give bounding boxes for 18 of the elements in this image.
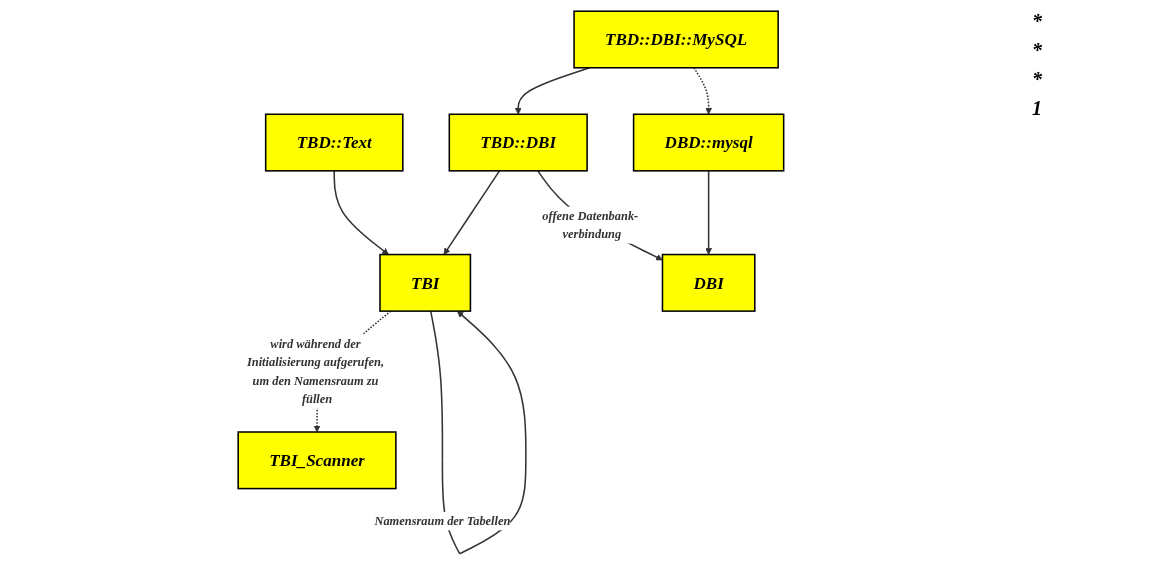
node-box: TBI_Scanner: [237, 431, 397, 490]
node-box: TBD::DBI: [448, 113, 588, 172]
node-box: DBD::mysql: [632, 113, 785, 172]
edge-label: offene Datenbank- verbindung: [542, 208, 639, 241]
multiplicity-label: 1: [1032, 97, 1043, 120]
edge-label: wird während der Initialisierung aufgerufen, um den Namensraum zu füllen: [246, 336, 385, 406]
arrow: [333, 170, 389, 255]
multiplicity-label: *: [1032, 10, 1043, 33]
node-box: TBD::Text: [264, 113, 404, 172]
arrow: [705, 170, 713, 255]
edge-label: Namensraum der Tabellen: [374, 514, 511, 528]
arrow: [693, 67, 713, 115]
node-box: TBI: [379, 253, 472, 312]
multiplicity-label: *: [1032, 39, 1043, 62]
node-box: DBI: [661, 253, 756, 312]
arrow: [443, 170, 501, 255]
multiplicity-label: *: [1032, 68, 1043, 91]
node-box: TBD::DBI::MySQL: [573, 10, 779, 69]
